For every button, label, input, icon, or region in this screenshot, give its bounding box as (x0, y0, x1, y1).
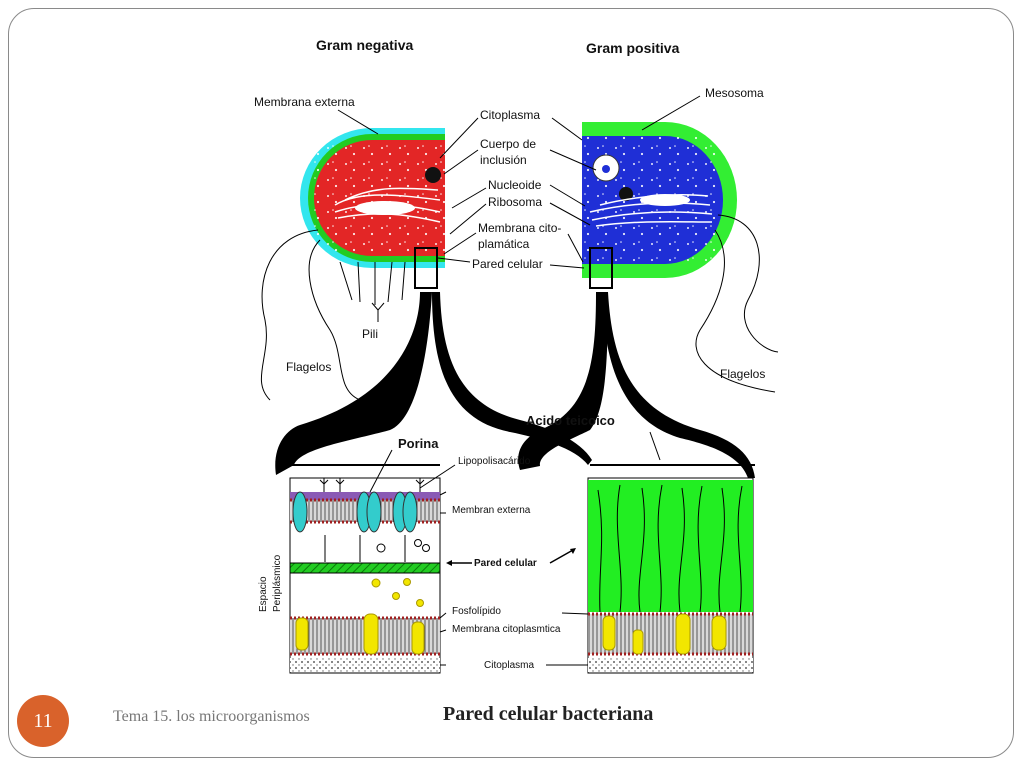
slide-frame (8, 8, 1014, 758)
label-periplasmico: Periplásmico (272, 554, 283, 612)
label-espacio: Espacio (258, 576, 269, 612)
gram-positive-cell (582, 122, 737, 278)
label-membran-externa: Membran externa (452, 505, 531, 516)
label-pared-celular-bold: Pared celular (474, 558, 537, 569)
zoom-funnel-left-right (432, 292, 592, 465)
title-gram-negative: Gram negativa (316, 37, 413, 53)
label-flagelos-right: Flagelos (720, 367, 765, 381)
label-membrana-citoplasmtica: Membrana citoplasmtica (452, 624, 561, 635)
label-inclusion: inclusión (480, 153, 527, 167)
slide-number-badge: 11 (17, 695, 69, 747)
label-ribosoma: Ribosoma (488, 195, 542, 209)
gram-negative-cell (300, 128, 445, 268)
label-plamatica: plamática (478, 237, 530, 251)
label-citoplasma-bottom: Citoplasma (484, 660, 534, 671)
label-citoplasma: Citoplasma (480, 108, 540, 122)
pared-arrows (446, 548, 576, 566)
slide-title: Pared celular bacteriana (443, 703, 654, 725)
gram-negative-envelope-detail (289, 477, 441, 674)
label-pili: Pili (362, 327, 378, 341)
label-flagelos-left: Flagelos (286, 360, 331, 374)
label-cuerpo-de: Cuerpo de (480, 137, 536, 151)
flagellum-left-2 (308, 239, 361, 401)
zoom-funnel-right (518, 292, 608, 470)
zoom-box-positive (589, 247, 613, 289)
pili-lines (339, 261, 406, 322)
label-membrana-cito: Membrana cito- (478, 221, 561, 235)
label-fosfolipido: Fosfolípido (452, 606, 501, 617)
label-porina: Porina (398, 436, 439, 451)
label-mesosoma: Mesosoma (705, 86, 764, 100)
label-acido-teicoico: Acido teicoico (526, 413, 615, 428)
gram-positive-envelope-detail (587, 477, 754, 674)
zoom-funnel-left (275, 292, 432, 475)
flagellum-left-1 (260, 229, 319, 401)
label-membrana-externa: Membrana externa (254, 95, 355, 109)
flagellum-right-1 (717, 214, 779, 353)
label-nucleoide: Nucleoide (488, 178, 542, 192)
label-pared-celular: Pared celular (472, 257, 543, 271)
title-gram-positive: Gram positiva (586, 40, 680, 56)
leader-lines (337, 95, 701, 666)
zoom-funnel-right-right (602, 292, 755, 478)
footer-topic: Tema 15. los microorganismos (113, 708, 310, 725)
zoom-box-negative (414, 247, 438, 289)
label-lipopolisacarido: Lipopolisacárido (458, 456, 531, 467)
flagellum-right-2 (695, 229, 776, 393)
